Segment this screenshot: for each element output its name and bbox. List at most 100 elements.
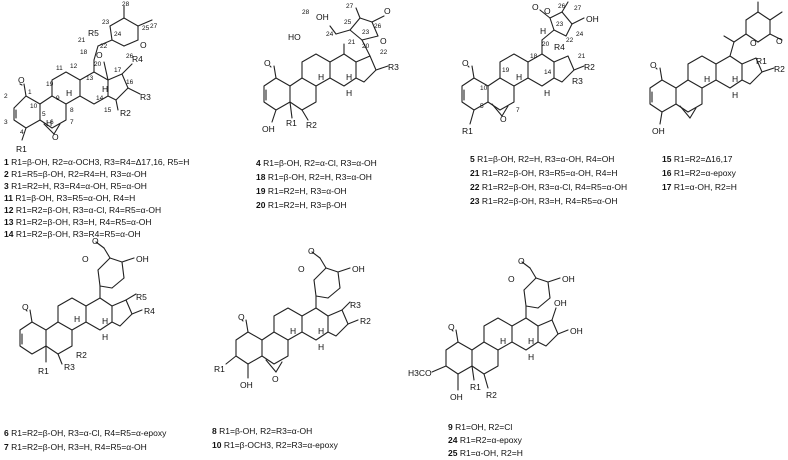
molecule-1-locants: 28 23 24 25 27 21 22 26 18 20 11 12 17 1… — [4, 1, 158, 136]
molecule-5-locants: 26 23 27 20 24 22 21 18 19 10 14 5 7 — [480, 3, 586, 114]
substituent-definition: R1=β-OH, R2=H, R3=α-OH — [268, 172, 372, 182]
compound-number: 4 — [256, 158, 261, 168]
compound-number: 9 — [448, 422, 453, 432]
m8-atom: R1 — [214, 364, 225, 374]
substituent-definition: R1=R2=H, R3=α-OH — [268, 186, 347, 196]
substituent-definition: R1=β-OH, R2=α-OCH3, R3=R4=Δ17,16, R5=H — [11, 157, 189, 167]
m9-atom: H — [528, 336, 534, 346]
compound-number: 13 — [4, 217, 14, 227]
m1-atom: O — [18, 75, 25, 85]
m8-atom: R2 — [360, 316, 371, 326]
substituent-definition: R1=α-OH, R2=H — [460, 448, 523, 458]
m9-atom: O — [508, 274, 515, 284]
m9-atom: O — [518, 256, 525, 266]
molecule-5-structure — [461, 1, 585, 125]
svg-text:6 R1=R2=β-OH, R3=α-Cl, R4=R5=α: 6 R1=R2=β-OH, R3=α-Cl, R4=R5=α-epoxy — [4, 428, 167, 438]
m1-locant: 12 — [70, 63, 78, 70]
m1-locant: 17 — [114, 67, 122, 74]
m1-locant: 10 — [30, 103, 38, 110]
substituent-definition: R1=R2=β-OH, R3=R5=α-OH, R4=H — [482, 168, 618, 178]
molecule-6-atom-labels: O O OH O R5 R4 R1 R3 R2 H H H — [22, 236, 155, 376]
m4-atom: O — [380, 36, 387, 46]
m4-atom: R2 — [306, 120, 317, 130]
m6-atom: O — [82, 254, 89, 264]
m8-atom: OH — [352, 264, 365, 274]
m4-atom: R1 — [286, 118, 297, 128]
molecule-6-captions: 6 R1=R2=β-OH, R3=α-Cl, R4=R5=α-epoxy 7 R… — [4, 428, 167, 452]
m4-locant: 22 — [380, 49, 388, 56]
compound-number: 5 — [470, 154, 475, 164]
svg-text:11 R1=β-OH, R3=R5=α-OH, R4=H: 11 R1=β-OH, R3=R5=α-OH, R4=H — [4, 193, 135, 203]
compound-number: 14 — [4, 229, 14, 239]
svg-text:2 R1=R5=β-OH, R2=R4=H, R3=α-OH: 2 R1=R5=β-OH, R2=R4=H, R3=α-OH — [4, 169, 147, 179]
m6-atom: R4 — [144, 306, 155, 316]
compound-number: 3 — [4, 181, 9, 191]
m1-locant: 21 — [78, 37, 86, 44]
m5-atom: R2 — [584, 62, 595, 72]
compound-number: 7 — [4, 442, 9, 452]
m4-atom: O — [264, 58, 271, 68]
m15-atom: O — [776, 36, 783, 46]
m4-atom: O — [384, 6, 391, 16]
m4-atom: OH — [316, 12, 329, 22]
compound-number: 15 — [662, 154, 672, 164]
m8-atom: O — [308, 246, 315, 256]
m5-atom: O — [500, 114, 507, 124]
substituent-definition: R1=R2=β-OH, R3=α-Cl, R4=R5=α-OH — [16, 205, 161, 215]
m6-atom: OH — [136, 254, 149, 264]
m4-locant: 26 — [374, 23, 382, 30]
m8-atom: R3 — [350, 300, 361, 310]
m5-locant: 20 — [542, 41, 550, 48]
m1-locant: 6 — [50, 119, 54, 126]
m1-atom: R5 — [88, 28, 99, 38]
m1-locant: 5 — [42, 111, 46, 118]
m8-atom: H — [290, 326, 296, 336]
m1-locant: 8 — [70, 107, 74, 114]
m5-locant: 14 — [544, 69, 552, 76]
substituent-definition: R1=β-OH, R2=α-Cl, R3=α-OH — [263, 158, 377, 168]
m5-atom: H — [516, 72, 522, 82]
m8-atom: H — [318, 326, 324, 336]
m5-atom: R4 — [554, 42, 565, 52]
molecule-4-captions: 4 R1=β-OH, R2=α-Cl, R3=α-OH 18 R1=β-OH, … — [256, 158, 377, 210]
molecule-5-captions: 5 R1=β-OH, R2=H, R3=α-OH, R4=OH 21 R1=R2… — [470, 154, 627, 206]
svg-text:23 R1=R2=β-OH, R3=H, R4=R5=α-O: 23 R1=R2=β-OH, R3=H, R4=R5=α-OH — [470, 196, 618, 206]
compound-number: 11 — [4, 193, 13, 203]
m5-locant: 10 — [480, 85, 488, 92]
m4-atom: H — [346, 88, 352, 98]
molecule-4-atom-labels: OH HO O O O OH R3 R1 R2 H H H — [262, 6, 399, 134]
compound-number: 16 — [662, 168, 672, 178]
m1-locant: 26 — [126, 53, 134, 60]
substituent-definition: R1=β-OH, R2=H, R3=α-OH, R4=OH — [477, 154, 614, 164]
m4-locant: 27 — [346, 3, 354, 10]
m1-locant: 11 — [56, 65, 63, 72]
m1-locant: 14 — [96, 95, 104, 102]
m4-atom: H — [346, 72, 352, 82]
svg-text:25 R1=α-OH, R2=H: 25 R1=α-OH, R2=H — [448, 448, 523, 458]
compound-number: 25 — [448, 448, 458, 458]
substituent-definition: R1=R5=β-OH, R2=R4=H, R3=α-OH — [11, 169, 147, 179]
substituent-definition: R1=R2=β-OH, R3=H, R4=R5=α-OH — [16, 217, 152, 227]
svg-text:24 R1=R2=α-epoxy: 24 R1=R2=α-epoxy — [448, 435, 523, 445]
m1-atom: O — [140, 40, 147, 50]
m9-atom: H3CO — [408, 368, 432, 378]
m5-locant: 7 — [516, 107, 520, 114]
m5-atom: H — [544, 88, 550, 98]
m4-atom: HO — [288, 32, 301, 42]
molecule-6-structure — [19, 241, 143, 365]
m5-locant: 22 — [566, 37, 574, 44]
m15-atom: R2 — [774, 64, 785, 74]
m15-atom: O — [750, 38, 757, 48]
m15-atom: O — [650, 60, 657, 70]
m1-locant: 4 — [20, 129, 24, 136]
m8-atom: OH — [240, 380, 253, 390]
m5-atom: R1 — [462, 126, 473, 136]
molecule-15-structure — [649, 1, 783, 125]
m1-atom: O — [96, 50, 103, 60]
m5-atom: O — [462, 58, 469, 68]
m6-atom: O — [22, 302, 29, 312]
m8-atom: H — [318, 342, 324, 352]
molecule-4-locants: 28 27 25 26 24 23 21 20 22 — [302, 3, 388, 56]
m5-atom: O — [544, 6, 551, 16]
m6-atom: R2 — [76, 350, 87, 360]
